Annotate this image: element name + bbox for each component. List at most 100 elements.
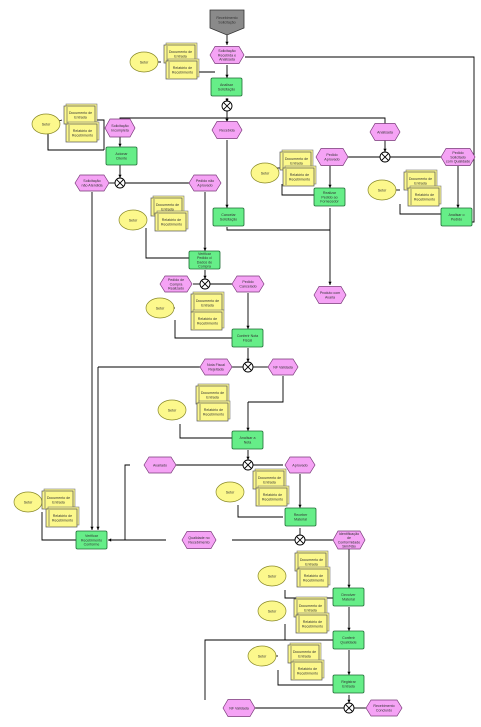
event-shape — [313, 286, 347, 304]
xor-connector — [242, 361, 254, 373]
role-label: Setor — [378, 188, 387, 192]
xor-cross — [381, 153, 389, 161]
arrowhead — [203, 247, 207, 251]
document-shape — [190, 311, 223, 331]
role-label: Setor — [226, 490, 235, 494]
xor-cross — [244, 363, 252, 371]
event-shape — [211, 121, 243, 139]
arrowhead — [347, 584, 351, 588]
role-shape — [129, 51, 159, 73]
xor-connector — [221, 100, 233, 112]
arrowhead — [456, 204, 460, 208]
role-node: Setor — [129, 51, 159, 73]
event-shape — [188, 174, 222, 192]
role-shape — [157, 399, 187, 421]
arrowhead — [347, 671, 351, 675]
role-shape — [118, 209, 148, 231]
xor-connector — [379, 151, 391, 163]
event-label: Aprovado — [292, 463, 307, 467]
role-label: Setor — [42, 122, 51, 126]
xor-connector — [199, 278, 211, 290]
role-node: Setor — [13, 491, 43, 513]
arrowhead — [118, 174, 122, 178]
arrowhead — [118, 143, 122, 147]
event-shape — [267, 358, 299, 376]
event-node: NF Validada — [267, 358, 299, 376]
role-label: Setor — [268, 609, 277, 613]
role-label: Setor — [129, 218, 138, 222]
event-shape — [74, 174, 110, 192]
event-shape — [315, 148, 349, 166]
document-shape — [407, 187, 440, 207]
role-node: Setor — [118, 209, 148, 231]
event-label: Avariado — [153, 463, 167, 467]
role-shape — [367, 179, 397, 201]
function-shape — [105, 146, 138, 166]
event-label: Analisada — [377, 130, 393, 134]
event-shape — [143, 456, 177, 474]
event-shape — [332, 530, 366, 550]
start-shape — [209, 9, 245, 36]
connector — [41, 512, 76, 541]
event-shape — [369, 123, 401, 141]
arrowhead — [383, 148, 387, 152]
connector — [227, 117, 386, 124]
role-shape — [31, 113, 61, 135]
connector — [237, 505, 283, 518]
function-shape — [231, 328, 264, 348]
function-shape — [313, 187, 346, 207]
xor-cross — [296, 536, 304, 544]
arrowhead — [347, 699, 351, 703]
function-shape — [284, 507, 317, 527]
connector — [281, 184, 314, 196]
role-label: Setor — [24, 500, 33, 504]
role-node: Setor — [257, 600, 287, 622]
event-shape — [199, 358, 233, 376]
event-shape — [181, 531, 217, 549]
role-node: Setor — [145, 297, 175, 319]
arrowhead — [225, 204, 229, 208]
role-label: Setor — [156, 306, 165, 310]
xor-cross — [223, 102, 231, 110]
arrowhead — [347, 627, 351, 631]
xor-cross — [201, 280, 209, 288]
connector — [248, 376, 284, 403]
function-shape — [332, 674, 365, 694]
document-shape — [196, 402, 229, 422]
